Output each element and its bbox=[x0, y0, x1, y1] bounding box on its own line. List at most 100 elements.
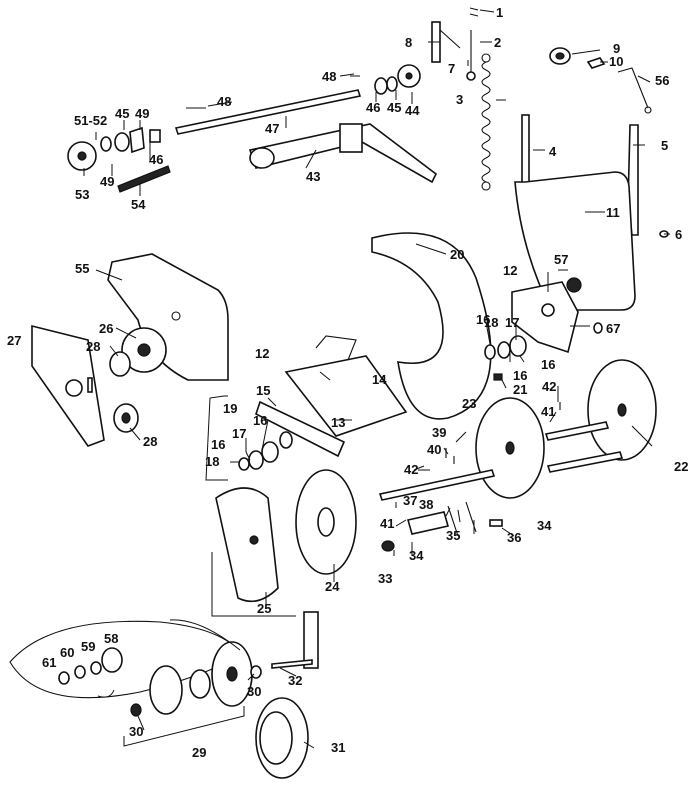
sprocket-part-44 bbox=[397, 64, 421, 88]
part-label-16-a: 16 bbox=[253, 413, 267, 428]
sprocket-part-26 bbox=[121, 327, 167, 373]
part-label-39: 39 bbox=[432, 425, 446, 440]
shaft-part-47 bbox=[174, 89, 362, 135]
wheel-disc-part-22 bbox=[587, 359, 657, 461]
part-label-42-lower: 42 bbox=[404, 462, 418, 477]
levers-parts-34-35-36-37-38 bbox=[406, 501, 503, 537]
washer-part-61 bbox=[58, 671, 70, 685]
part-label-18-left: 18 bbox=[205, 454, 219, 469]
part-label-38: 38 bbox=[419, 497, 433, 512]
part-label-18-right: 18 bbox=[484, 315, 498, 330]
part-label-22: 22 bbox=[674, 459, 688, 474]
axle-parts-34-41 bbox=[378, 421, 624, 501]
clip-part-10 bbox=[586, 57, 606, 69]
part-label-26: 26 bbox=[99, 321, 113, 336]
part-label-1: 1 bbox=[496, 5, 503, 20]
tension-spring-part-3 bbox=[481, 53, 491, 191]
part-label-16-e: 16 bbox=[541, 357, 555, 372]
part-label-45-top: 45 bbox=[387, 100, 401, 115]
part-label-55: 55 bbox=[75, 261, 89, 276]
part-label-30-left: 30 bbox=[129, 724, 143, 739]
part-label-2: 2 bbox=[494, 35, 501, 50]
rod-part-56 bbox=[617, 67, 652, 114]
hub-part-45-left bbox=[114, 132, 130, 152]
cotter-pin-part-1 bbox=[469, 7, 479, 17]
part-label-15: 15 bbox=[256, 383, 270, 398]
part-label-49-left: 49 bbox=[100, 174, 114, 189]
part-label-61: 61 bbox=[42, 655, 56, 670]
part-label-27: 27 bbox=[7, 333, 21, 348]
disc-part-24 bbox=[295, 469, 357, 575]
part-label-36: 36 bbox=[507, 530, 521, 545]
part-label-58: 58 bbox=[104, 631, 118, 646]
part-label-16-c: 16 bbox=[476, 312, 490, 327]
washer-part-60 bbox=[74, 665, 86, 679]
washer-part-59 bbox=[90, 661, 102, 675]
part-label-4: 4 bbox=[549, 144, 557, 159]
part-label-41-lower: 41 bbox=[380, 516, 394, 531]
clip-part-21 bbox=[493, 373, 503, 381]
pulley-assembly-part-29 bbox=[149, 641, 253, 715]
bushing-part-46-left bbox=[149, 129, 161, 143]
part-label-48-top: 48 bbox=[322, 69, 336, 84]
bracket-part-32 bbox=[271, 611, 319, 669]
bushing-part-9 bbox=[549, 47, 571, 65]
part-label-17-right: 17 bbox=[505, 315, 519, 330]
part-label-59: 59 bbox=[81, 639, 95, 654]
part-label-8: 8 bbox=[405, 35, 412, 50]
part-label-24: 24 bbox=[325, 579, 340, 594]
part-label-51-52: 51-52 bbox=[74, 113, 107, 128]
bearing-parts-16-17-18-right bbox=[484, 335, 527, 360]
sprocket-part-53 bbox=[67, 141, 97, 171]
plate-part-15 bbox=[255, 400, 346, 458]
part-label-47: 47 bbox=[265, 121, 279, 136]
pulley-part-28-upper bbox=[109, 351, 131, 377]
plate-part-49-right bbox=[129, 126, 145, 154]
washer-part-49-left bbox=[100, 136, 112, 152]
part-label-56: 56 bbox=[655, 73, 669, 88]
part-label-13: 13 bbox=[331, 415, 345, 430]
pins-parts-39-40-42 bbox=[413, 402, 561, 471]
leader-lines bbox=[83, 9, 670, 749]
washer-part-45-top bbox=[386, 76, 398, 92]
part-label-46-left: 46 bbox=[149, 152, 163, 167]
part-label-20: 20 bbox=[450, 247, 464, 262]
part-label-57: 57 bbox=[554, 252, 568, 267]
part-label-37: 37 bbox=[403, 493, 417, 508]
side-plate-part-11 bbox=[514, 171, 636, 311]
part-label-35: 35 bbox=[446, 528, 460, 543]
part-label-16-b: 16 bbox=[211, 437, 225, 452]
part-label-48-left: 48 bbox=[217, 94, 231, 109]
chain-part-54 bbox=[117, 165, 171, 193]
part-label-67: 67 bbox=[606, 321, 620, 336]
part-label-5: 5 bbox=[661, 138, 668, 153]
part-label-60: 60 bbox=[60, 645, 74, 660]
part-label-6: 6 bbox=[675, 227, 682, 242]
part-label-34-right: 34 bbox=[537, 518, 552, 533]
bearing-part-58 bbox=[101, 647, 123, 673]
part-label-31: 31 bbox=[331, 740, 345, 755]
spacer-part-30-left bbox=[130, 703, 142, 717]
part-label-10: 10 bbox=[609, 54, 623, 69]
bolt-part-33 bbox=[381, 540, 395, 552]
pulley-part-28-lower bbox=[113, 403, 139, 433]
part-label-53: 53 bbox=[75, 187, 89, 202]
part-label-12-right: 12 bbox=[503, 263, 517, 278]
washer-part-67 bbox=[593, 322, 603, 334]
v-belt-pulley-part-31 bbox=[255, 697, 309, 779]
part-label-43: 43 bbox=[306, 169, 320, 184]
pivot-assembly-part-12-right bbox=[511, 281, 579, 354]
part-label-9: 9 bbox=[613, 41, 620, 56]
part-label-46-top: 46 bbox=[366, 100, 380, 115]
mount-plate-part-27 bbox=[31, 324, 105, 447]
belt-guard-part-20 bbox=[371, 232, 492, 420]
part-label-19: 19 bbox=[223, 401, 237, 416]
bushing-part-46-top bbox=[374, 77, 388, 95]
part-label-44: 44 bbox=[405, 103, 420, 118]
part-label-29: 29 bbox=[192, 745, 206, 760]
pin-part-48-upper bbox=[339, 73, 355, 77]
part-label-45-left: 45 bbox=[115, 106, 129, 121]
bearing-parts-16-17-18-19-left bbox=[238, 431, 293, 471]
part-label-54: 54 bbox=[131, 197, 146, 212]
part-label-25: 25 bbox=[257, 601, 271, 616]
